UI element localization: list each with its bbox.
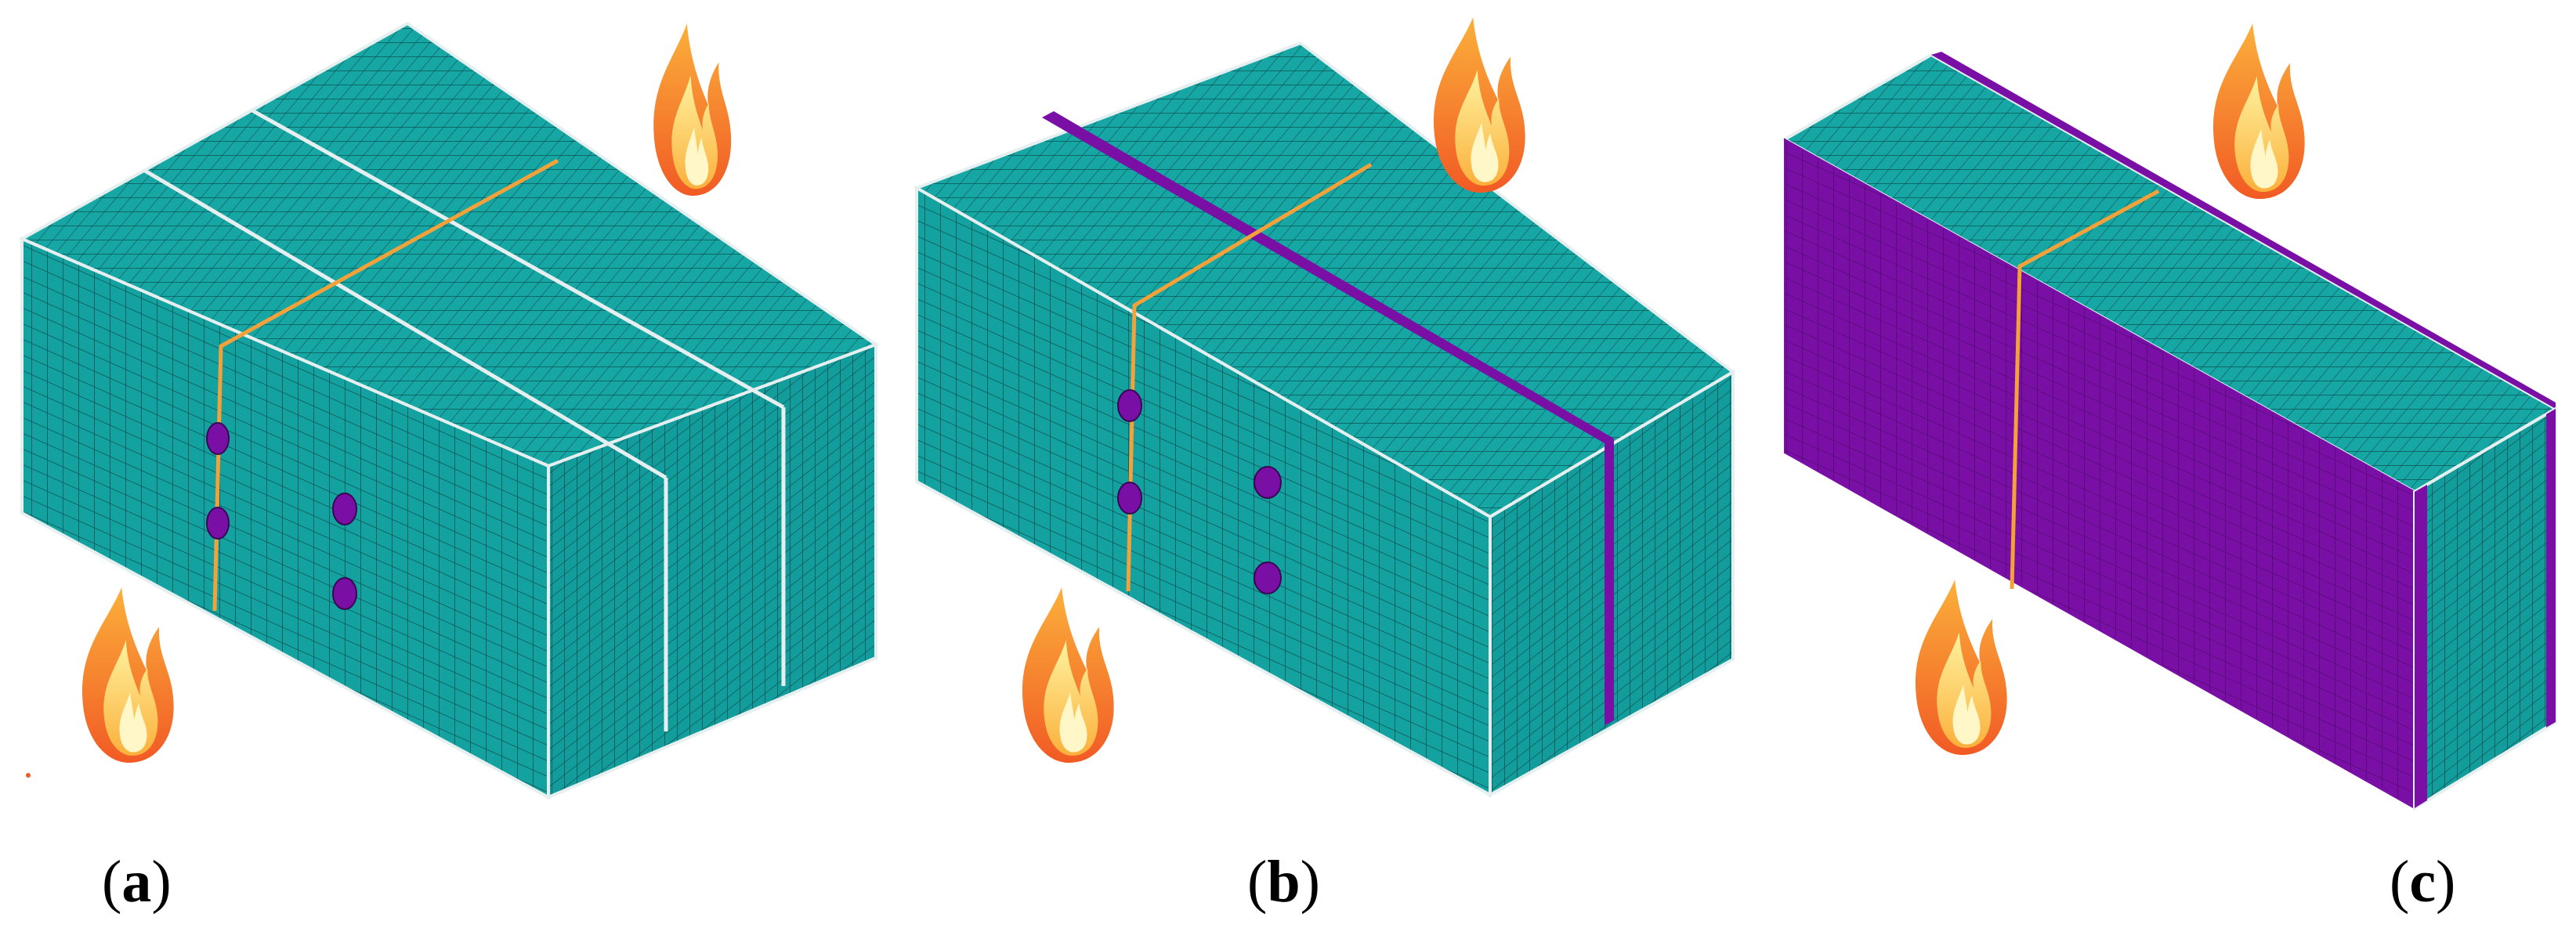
panel-label-b: (b) <box>1247 849 1320 915</box>
panel-a-hole <box>206 422 230 455</box>
panel-a-seam-2 <box>249 107 785 410</box>
flame-icon <box>1022 587 1114 763</box>
panel-a-model <box>18 21 880 800</box>
panel-c-model <box>1781 52 2559 811</box>
panel-label-c: (c) <box>2390 849 2456 915</box>
panel-label-a: (a) <box>102 849 172 915</box>
panel-b-purple-strip-side <box>1605 439 1614 725</box>
panel-a-seam-1 <box>143 168 668 480</box>
panel-b-model <box>913 41 1736 798</box>
panel-b-hole <box>1254 561 1282 594</box>
flame-icon <box>2212 23 2305 199</box>
panel-b-hole <box>1254 466 1282 499</box>
panel-b-hole <box>1117 389 1142 422</box>
panel-b-hole <box>1117 482 1142 515</box>
panel-c-orange-line <box>2010 189 2160 590</box>
panel-c-side-purple-edge <box>2415 485 2427 808</box>
panel-a-hole <box>206 507 230 540</box>
stray-dot <box>26 773 31 778</box>
panel-b-purple-strip <box>1042 111 1614 443</box>
flame-icon <box>653 23 732 196</box>
flame-icon <box>1433 17 1525 193</box>
panel-a-hole <box>332 493 357 525</box>
panel-c-side-purple-back <box>2546 409 2556 728</box>
panel-c-top-purple-edge <box>1931 52 2556 409</box>
panel-a-hole <box>332 577 357 610</box>
flame-icon <box>81 587 174 763</box>
flame-icon <box>1915 580 2007 755</box>
